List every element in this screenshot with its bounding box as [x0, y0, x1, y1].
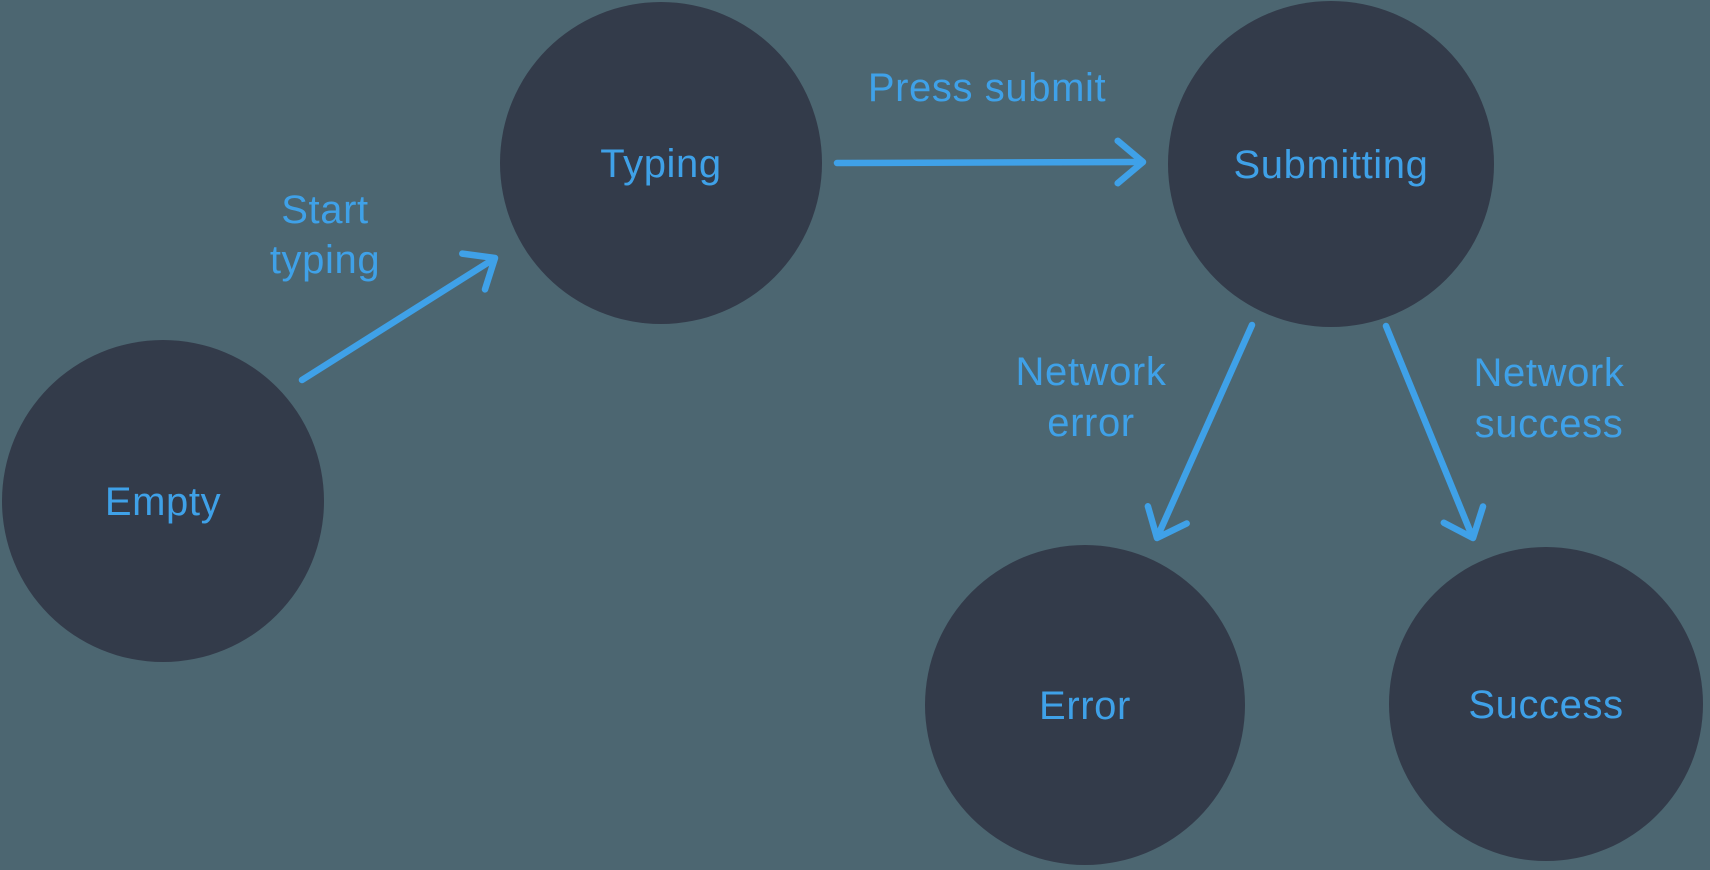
- state-node-typing: Typing: [500, 2, 822, 324]
- transition-label: Start: [281, 188, 368, 232]
- transition-label: Network: [1474, 351, 1625, 395]
- arrow-shaft: [833, 158, 1141, 167]
- state-node-success: Success: [1389, 547, 1703, 861]
- state-label: Error: [1039, 684, 1131, 728]
- state-label: Success: [1468, 683, 1623, 727]
- state-node-empty: Empty: [2, 340, 324, 662]
- transition-label: Press submit: [868, 66, 1106, 110]
- transition-typing-to-submitting: Press submit: [833, 66, 1147, 187]
- state-circle: [1389, 547, 1703, 861]
- state-label: Typing: [600, 142, 721, 186]
- state-label: Empty: [105, 480, 221, 524]
- state-circle: [925, 545, 1245, 865]
- state-circle: [2, 340, 324, 662]
- arrow-head-icon: [1144, 503, 1190, 542]
- state-node-error: Error: [925, 545, 1245, 865]
- transition-label: success: [1475, 402, 1624, 446]
- arrow-shaft: [298, 258, 493, 384]
- state-node-submitting: Submitting: [1168, 1, 1494, 327]
- arrow-head-icon: [459, 250, 499, 293]
- arrow-head-icon: [1440, 503, 1487, 542]
- arrow-head-icon: [1114, 137, 1147, 187]
- transition-label: error: [1047, 401, 1134, 445]
- arrow-shaft: [1382, 322, 1474, 535]
- transition-submitting-to-success: Network success: [1382, 322, 1625, 542]
- transition-empty-to-typing: Start typing: [270, 188, 499, 384]
- transition-submitting-to-error: Network error: [1016, 321, 1256, 542]
- transition-label: typing: [270, 238, 380, 282]
- state-circle: [500, 2, 822, 324]
- state-circle: [1168, 1, 1494, 327]
- state-label: Submitting: [1234, 143, 1429, 187]
- arrow-shaft: [1156, 321, 1256, 535]
- transition-label: Network: [1016, 350, 1167, 394]
